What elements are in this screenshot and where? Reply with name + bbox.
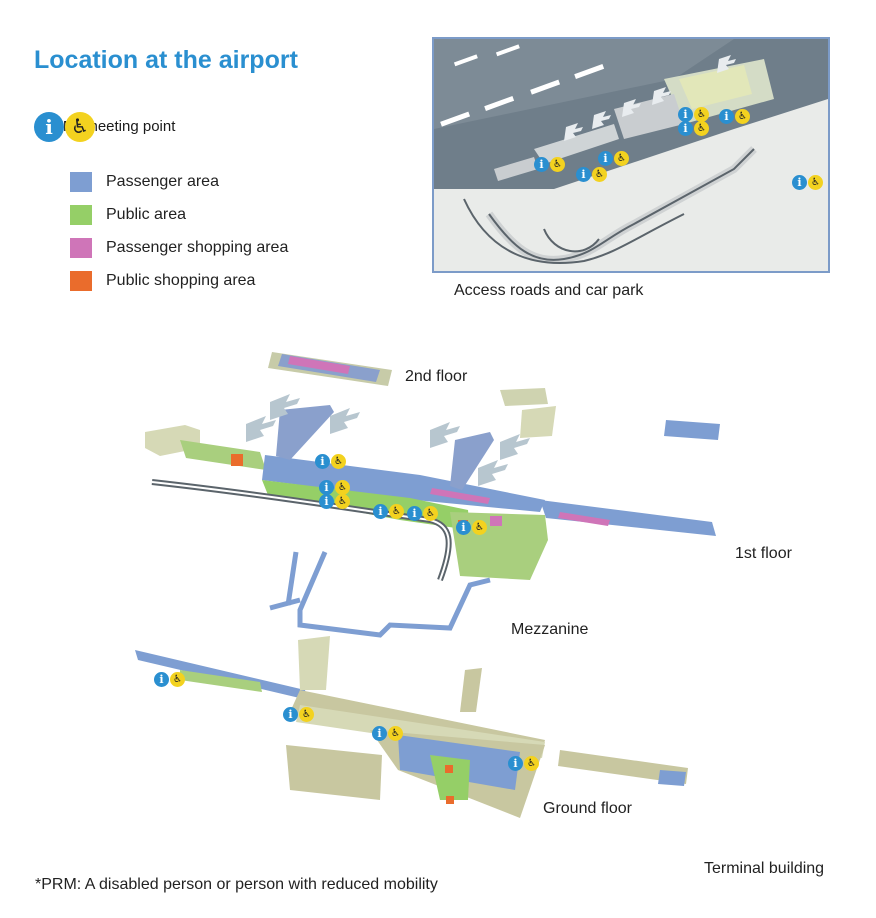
wheelchair-icon: ♿	[299, 707, 314, 722]
info-icon: i	[792, 175, 807, 190]
wheelchair-icon: ♿	[592, 167, 607, 182]
wheelchair-icon: ♿	[694, 121, 709, 136]
legend-item-passenger-shopping: Passenger shopping area	[70, 231, 288, 264]
terminal-building-label: Terminal building	[704, 860, 825, 877]
legend-label: Passenger shopping area	[106, 238, 289, 256]
area-legend: Passenger area Public area Passenger sho…	[70, 165, 288, 297]
info-icon: i	[407, 506, 422, 521]
floor-2nd	[268, 352, 392, 386]
wheelchair-icon: ♿	[524, 756, 539, 771]
aerial-overview-drawing	[434, 39, 828, 271]
prm-marker: i♿	[319, 494, 350, 509]
footnote: *PRM: A disabled person or person with r…	[35, 876, 438, 893]
prm-marker: i♿	[678, 121, 709, 136]
info-icon: i	[678, 121, 693, 136]
info-icon: i	[598, 151, 613, 166]
wheelchair-icon: ♿	[423, 506, 438, 521]
info-icon: i	[534, 157, 549, 172]
aircraft-group	[246, 394, 530, 486]
wheelchair-icon: ♿	[808, 175, 823, 190]
prm-marker: i♿	[315, 454, 346, 469]
wheelchair-icon: ♿	[65, 111, 95, 142]
inset-caption: Access roads and car park	[454, 282, 644, 299]
legend-label: Passenger area	[106, 172, 219, 190]
floor-label-ground: Ground floor	[543, 800, 632, 817]
wheelchair-icon: ♿	[331, 454, 346, 469]
legend-item-public-area: Public area	[70, 198, 288, 231]
info-icon: i	[283, 707, 298, 722]
prm-marker: i♿	[719, 109, 750, 124]
prm-marker: i♿	[373, 504, 404, 519]
info-icon: i	[372, 726, 387, 741]
prm-marker: i♿	[319, 480, 350, 495]
info-icon: i	[576, 167, 591, 182]
prm-marker: i♿	[792, 175, 823, 190]
legend-item-public-shopping: Public shopping area	[70, 264, 288, 297]
wheelchair-icon: ♿	[170, 672, 185, 687]
legend-label: Public area	[106, 205, 187, 223]
info-icon: i	[456, 520, 471, 535]
prm-marker: i♿	[372, 726, 403, 741]
prm-marker: i♿	[407, 506, 438, 521]
wheelchair-icon: ♿	[472, 520, 487, 535]
floor-label-2nd: 2nd floor	[405, 368, 468, 385]
info-icon: i	[319, 480, 334, 495]
prm-marker: i♿	[678, 107, 709, 122]
info-icon: i	[315, 454, 330, 469]
prm-meeting-point-marker: i ♿	[34, 111, 95, 142]
aerial-overview-map: i♿ i♿ i♿ i♿ i♿ i♿ i♿	[432, 37, 830, 273]
floor-mezzanine	[269, 551, 491, 638]
info-icon: i	[34, 111, 64, 142]
legend-item-passenger-area: Passenger area	[70, 165, 288, 198]
info-icon: i	[373, 504, 388, 519]
wheelchair-icon: ♿	[389, 504, 404, 519]
info-icon: i	[508, 756, 523, 771]
prm-marker: i♿	[576, 167, 607, 182]
floor-label-mezzanine: Mezzanine	[511, 621, 589, 638]
wheelchair-icon: ♿	[735, 109, 750, 124]
legend-swatch	[70, 270, 92, 291]
prm-marker: i♿	[283, 707, 314, 722]
info-icon: i	[319, 494, 334, 509]
wheelchair-icon: ♿	[335, 480, 350, 495]
legend-label: Public shopping area	[106, 271, 256, 289]
floor-ground	[135, 636, 688, 818]
legend-swatch	[70, 171, 92, 192]
info-icon: i	[678, 107, 693, 122]
wheelchair-icon: ♿	[388, 726, 403, 741]
page-title: Location at the airport	[34, 46, 298, 74]
wheelchair-icon: ♿	[694, 107, 709, 122]
wheelchair-icon: ♿	[614, 151, 629, 166]
prm-marker: i♿	[456, 520, 487, 535]
floor-1st	[145, 388, 720, 582]
info-icon: i	[154, 672, 169, 687]
prm-marker: i♿	[154, 672, 185, 687]
legend-swatch	[70, 237, 92, 258]
wheelchair-icon: ♿	[550, 157, 565, 172]
floor-label-1st: 1st floor	[735, 545, 792, 562]
wheelchair-icon: ♿	[335, 494, 350, 509]
prm-legend: i ♿ PRM* meeting point	[34, 111, 175, 142]
prm-marker: i♿	[534, 157, 565, 172]
legend-swatch	[70, 204, 92, 225]
info-icon: i	[719, 109, 734, 124]
prm-marker: i♿	[598, 151, 629, 166]
prm-marker: i♿	[508, 756, 539, 771]
